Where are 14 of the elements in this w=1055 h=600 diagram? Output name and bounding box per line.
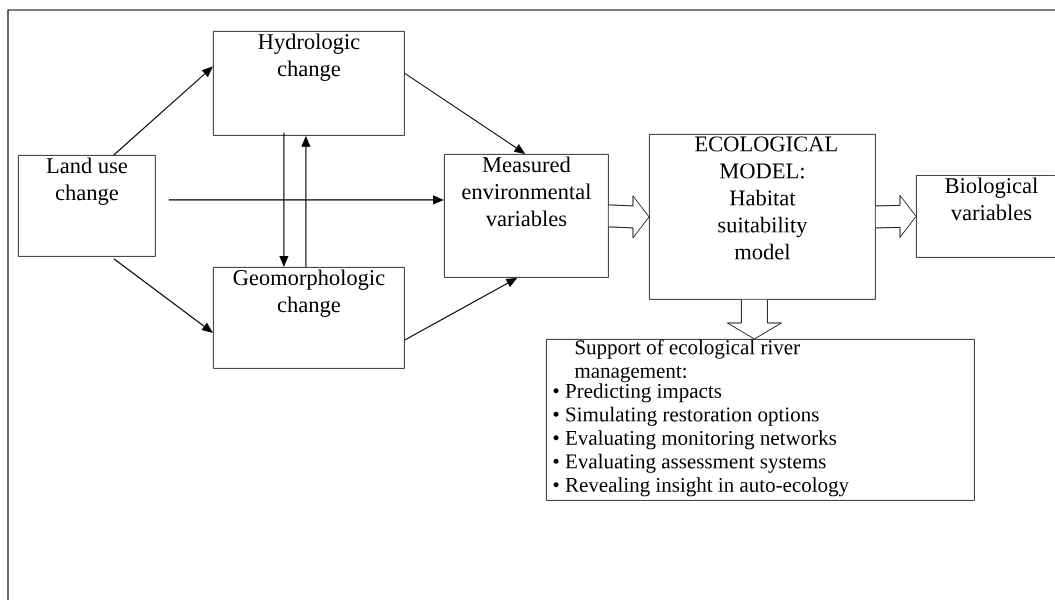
process-box: Geomorphologic change <box>213 267 405 369</box>
block-arrow <box>726 299 782 340</box>
arrow <box>113 66 213 156</box>
model-box: ECOLOGICAL MODEL: Habitat suitability model <box>649 134 876 300</box>
process-box: Biological variables <box>916 175 1055 258</box>
text-box: Support of ecological river management: • Predicting impacts • Simulating restoration options • Evaluating monitoring networks • Evaluating assessment systems • Revealing insight in auto-ecology <box>546 339 975 501</box>
arrow <box>113 258 213 333</box>
process-box: Hydrologic change <box>213 31 405 136</box>
process-box: Measured environmental variables <box>444 154 609 278</box>
block-arrow <box>608 195 650 239</box>
arrow <box>168 195 444 205</box>
block-arrow <box>875 194 917 238</box>
arrow <box>279 132 289 267</box>
process-box: Land use change <box>18 155 156 257</box>
